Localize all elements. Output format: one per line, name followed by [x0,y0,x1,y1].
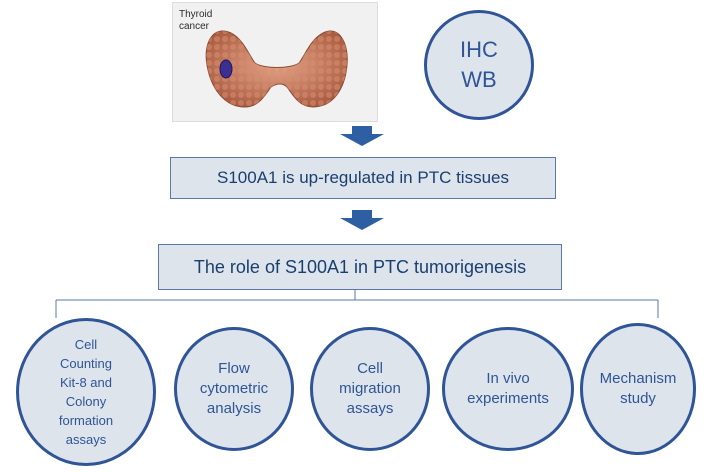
assay-line: Cell [74,337,98,352]
thyroid-gland-icon [205,30,348,108]
assay-line: assays [65,432,107,447]
method-ihc: IHC [460,37,498,62]
assay-line: migration [339,380,401,397]
assay-line: analysis [206,400,262,417]
thyroid-label-line: Thyroid [179,9,213,20]
methods-circle: IHC WB [424,10,534,120]
assay-line: experiments [467,390,549,407]
assay-circle-flow: Flow cytometric analysis [174,327,294,451]
thyroid-label-line: cancer [179,21,210,32]
assay-circle-cck8: Cell Counting Kit-8 and Colony formation… [16,318,156,466]
assay-line: Colony [65,394,107,409]
assay-circle-migration: Cell migration assays [310,327,430,451]
assay-line: study [620,390,656,407]
assay-line: Kit-8 and [59,375,113,390]
assay-line: Mechanism [599,370,677,387]
assay-line: Cell [357,360,383,377]
role-box: The role of S100A1 in PTC tumorigenesis [158,244,562,290]
down-arrow-icon [340,126,384,146]
assay-circle-invivo: In vivo experiments [442,327,574,451]
thyroid-illustration: Thyroid cancer [172,2,378,122]
tumor-nodule [219,59,233,79]
thyroid-cancer-label: Thyroid cancer [179,9,212,33]
down-arrow-icon [340,210,384,230]
assay-line: Flow [218,360,250,377]
assay-line: assays [346,400,394,417]
assay-line: cytometric [199,380,269,397]
finding-box: S100A1 is up-regulated in PTC tissues [170,157,556,199]
assay-circle-mechanism: Mechanism study [580,323,696,455]
assay-line: Counting [59,356,113,371]
method-wb: WB [461,67,497,92]
assay-line: In vivo [486,370,530,387]
assay-line: formation [58,413,114,428]
